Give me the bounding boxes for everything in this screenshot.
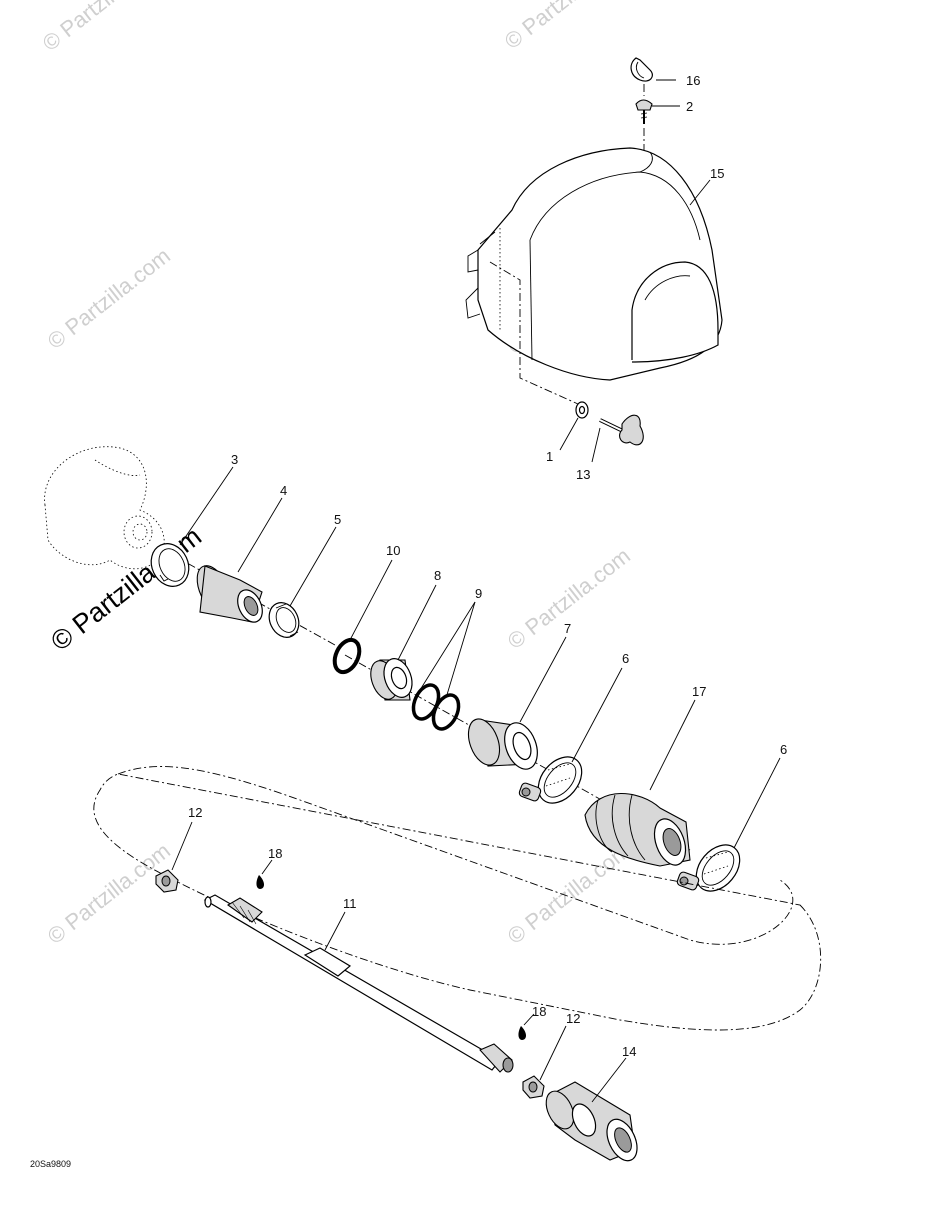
part-11-drive-shaft [203,894,514,1073]
callout-11: 11 [343,896,357,911]
callout-14: 14 [622,1044,636,1059]
part-3-clamp-ring [150,543,190,587]
callout-16: 16 [686,73,700,88]
callout-9: 9 [475,586,482,601]
part-15-cover [465,147,723,381]
callout-10: 10 [386,543,400,558]
watermark: © Partzilla.com [503,543,635,654]
part-12-nut-lower [522,1075,545,1099]
part-18-grease-drop-upper [256,875,264,889]
leader-lines [171,79,781,1103]
callout-3: 3 [231,452,238,467]
part-1-washer [575,401,589,419]
housing-outline [44,446,165,570]
part-17-bellows [584,793,691,867]
callout-12-upper: 12 [188,805,202,820]
drawing-code: 20Sa9809 [30,1159,71,1169]
callout-8: 8 [434,568,441,583]
part-16-clip [630,57,653,82]
part-9-o-rings [411,683,461,731]
callout-17: 17 [692,684,706,699]
callout-15: 15 [710,166,724,181]
watermark: © Partzilla.com [500,0,632,54]
part-2-screw [635,99,653,124]
callout-6-upper: 6 [622,651,629,666]
callout-4: 4 [280,483,287,498]
part-18-grease-drop-lower [518,1026,526,1040]
part-8-bushing [370,658,413,701]
part-7-sleeve [467,718,538,770]
callout-6-lower: 6 [780,742,787,757]
part-14-coupler [545,1081,638,1162]
callout-2: 2 [686,99,693,114]
callout-5: 5 [334,512,341,527]
callout-13: 13 [576,467,590,482]
part-6-hose-clamp-upper [518,756,583,804]
watermark: © Partzilla.com [43,838,175,949]
callout-12-lower: 12 [566,1011,580,1026]
watermark: © Partzilla.com [38,0,170,56]
watermark: © Partzilla.com [503,838,635,949]
callout-18-lower: 18 [532,1004,546,1019]
watermarks: © Partzilla.com © Partzilla.com © Partzi… [38,0,635,949]
part-4-boot [196,565,263,623]
callout-7: 7 [564,621,571,636]
part-6-hose-clamp-lower [676,844,741,892]
part-12-nut-upper [155,869,179,893]
part-5-band [268,602,300,638]
part-10-o-ring [332,637,362,675]
callout-18-upper: 18 [268,846,282,861]
part-13-wing-bolt [599,414,644,446]
callout-labels: 16 2 15 1 13 3 4 5 10 8 9 7 6 17 6 12 18… [188,73,787,1059]
callout-1: 1 [546,449,553,464]
watermark: © Partzilla.com [43,243,175,354]
